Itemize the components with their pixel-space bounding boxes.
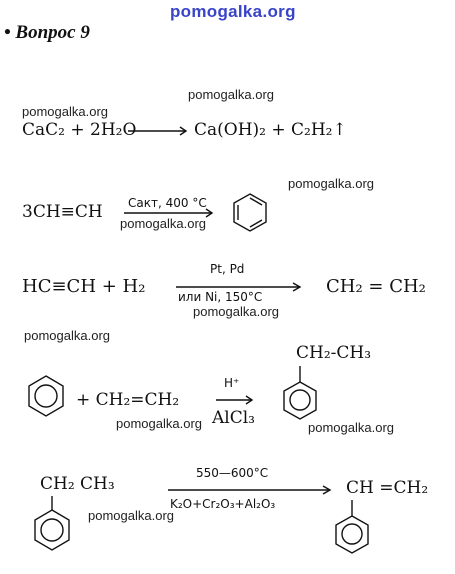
reaction-3-conditions-bottom: или Ni, 150°C xyxy=(178,290,263,304)
question-heading: • Вопрос 9 xyxy=(4,22,90,44)
reaction-2-reactants: 3CH≡CH xyxy=(22,202,103,222)
watermark[interactable]: pomogalka.org xyxy=(88,508,174,523)
reaction-4-reactant: + CH₂=CH₂ xyxy=(76,390,180,410)
ethylbenzene-icon xyxy=(283,366,317,420)
styrene-icon xyxy=(335,500,369,554)
reaction-5-arrow-icon xyxy=(168,485,332,495)
reaction-1-products: Ca(OH)₂ + C₂H₂↑ xyxy=(194,120,347,140)
watermark[interactable]: pomogalka.org xyxy=(116,416,202,431)
reaction-3-conditions-top: Pt, Pd xyxy=(210,262,245,276)
reaction-3-arrow-icon xyxy=(176,282,302,292)
bullet: • xyxy=(4,22,11,43)
reaction-3-reactants: HC≡CH + H₂ xyxy=(22,276,146,297)
reaction-2-conditions: Cакт, 400 °C xyxy=(128,196,207,210)
watermark[interactable]: pomogalka.org xyxy=(193,304,279,319)
watermark[interactable]: pomogalka.org xyxy=(288,176,374,191)
reaction-1-reactants: CaC₂ + 2H₂O xyxy=(22,120,137,140)
benzene-ring-icon xyxy=(28,375,64,417)
watermark[interactable]: pomogalka.org xyxy=(120,216,206,231)
reaction-5-conditions-bottom: K₂O+Cr₂O₃+Al₂O₃ xyxy=(170,497,276,511)
reaction-5-reactant-substituent: CH₂ CH₃ xyxy=(40,474,115,494)
reaction-2-arrow-icon xyxy=(124,208,214,218)
reaction-1-arrow-icon xyxy=(128,126,188,136)
watermark[interactable]: pomogalka.org xyxy=(24,328,110,343)
reaction-4-product-substituent: CH₂-CH₃ xyxy=(296,343,372,363)
question-title: Вопрос 9 xyxy=(15,22,90,43)
benzene-ring-icon xyxy=(233,193,267,232)
watermark[interactable]: pomogalka.org xyxy=(188,87,274,102)
watermark-top[interactable]: pomogalka.org xyxy=(170,2,296,21)
watermark[interactable]: pomogalka.org xyxy=(308,420,394,435)
reaction-5-product-substituent: CH =CH₂ xyxy=(346,478,429,498)
reaction-3-products: CH₂ = CH₂ xyxy=(326,276,426,297)
reaction-4-arrow-icon xyxy=(216,395,254,405)
reaction-5-conditions-top: 550—600°C xyxy=(196,466,269,480)
watermark[interactable]: pomogalka.org xyxy=(22,104,108,119)
ethylbenzene-icon xyxy=(34,496,70,551)
reaction-4-conditions-top: H⁺ xyxy=(224,376,240,390)
reaction-4-conditions-bottom: AlCl₃ xyxy=(212,408,255,428)
